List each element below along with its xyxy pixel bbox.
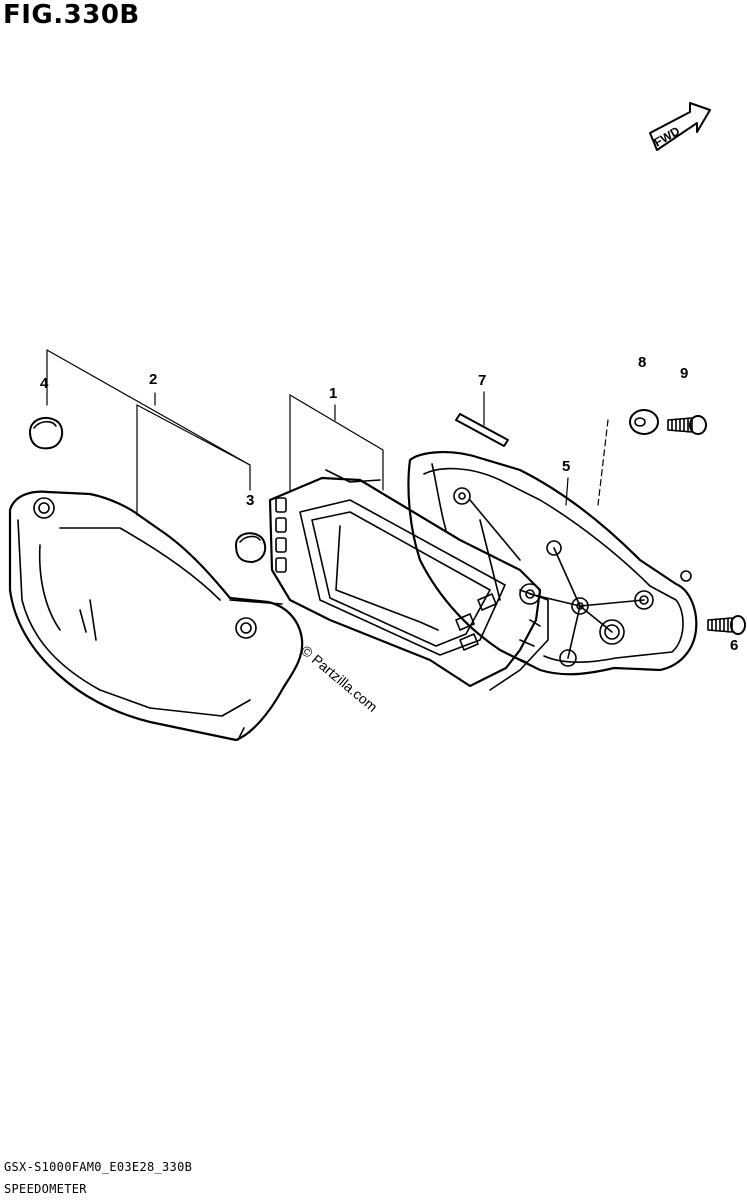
figure-title: FIG.330B [3, 0, 140, 30]
callout-1: 1 [329, 385, 337, 402]
leader-line-8 [597, 419, 609, 506]
footer-diagram-name: SPEEDOMETER [4, 1182, 87, 1196]
fwd-arrow-icon: FWD [649, 102, 711, 151]
leader-line-5 [565, 477, 569, 506]
part-7-pad [455, 413, 509, 447]
part-3-cap [235, 532, 267, 563]
fwd-label: FWD [652, 124, 683, 150]
leader-lines-meter [289, 394, 384, 491]
callout-8: 8 [638, 354, 646, 371]
part-2-meter-cover [8, 490, 304, 742]
part-4-cap [29, 416, 64, 450]
part-5-lower-case [407, 450, 698, 676]
callout-5: 5 [562, 458, 570, 475]
callout-3: 3 [246, 492, 254, 509]
callout-9: 9 [680, 365, 688, 382]
part-6-screw [707, 615, 746, 635]
callout-2: 2 [149, 371, 157, 388]
leader-lines-cover [46, 349, 251, 516]
watermark: © Partzilla.com [298, 642, 381, 715]
callout-4: 4 [40, 375, 49, 392]
part-9-screw [667, 415, 707, 435]
callout-6: 6 [730, 637, 738, 654]
footer-diagram-code: GSX-S1000FAM0_E03E28_330B [4, 1160, 193, 1174]
callout-7: 7 [478, 372, 486, 389]
part-8-washer [629, 409, 659, 435]
